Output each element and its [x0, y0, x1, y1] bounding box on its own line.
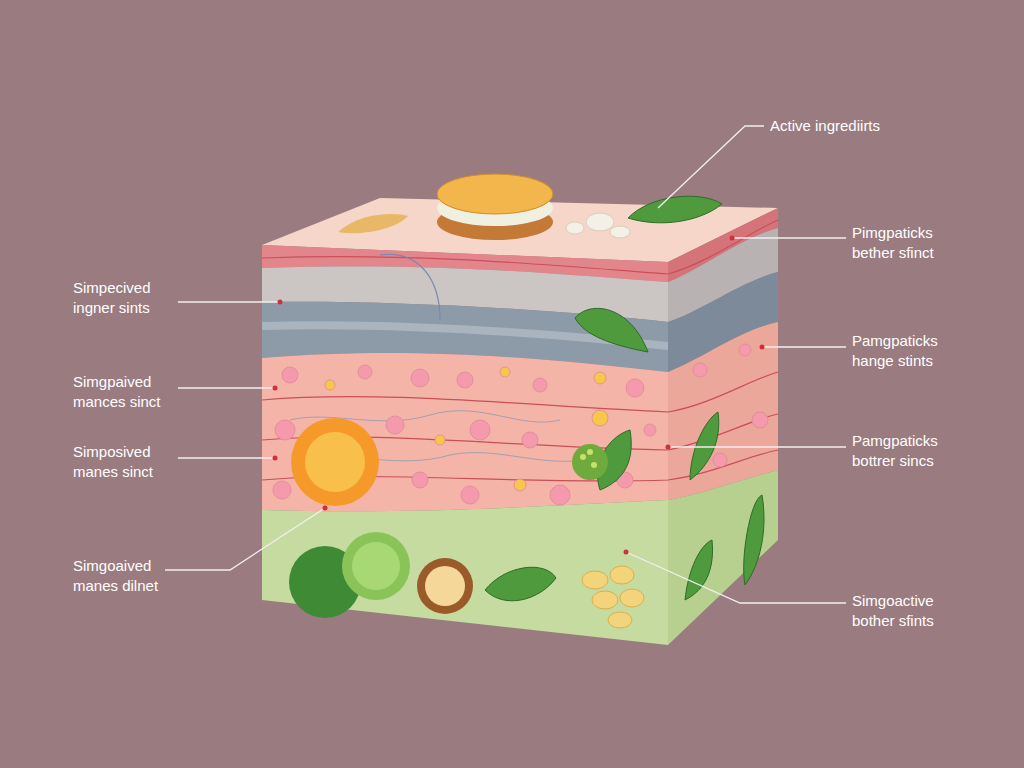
callout-label: Pamgpaticks hange stints: [852, 331, 967, 371]
callout-label: Simposived manes sinct: [73, 442, 173, 482]
nut-slice: [417, 558, 473, 614]
callout-label: Simgoaived manes dilnet: [73, 556, 173, 596]
callout-label: Pamgpaticks bottrer sincs: [852, 431, 967, 471]
cell-bubbles: [273, 344, 768, 505]
callout-label: Simgpaived mances sinct: [73, 372, 173, 412]
callout-label: Pimgpaticks bether sfinct: [852, 223, 967, 263]
callout-label: Simpecived ingner sints: [73, 278, 173, 318]
arrow-path: [380, 254, 440, 320]
leader-lines: [165, 126, 846, 603]
pills: [566, 213, 630, 238]
dermis-side: [668, 322, 778, 500]
callout-label: Active ingrediirts: [770, 116, 970, 136]
leaves: [485, 196, 764, 601]
orange-core: [305, 432, 365, 492]
green-seed: [572, 444, 608, 480]
beans: [582, 566, 644, 628]
orange-fruit: [291, 418, 379, 506]
leader-dots: [273, 236, 765, 555]
callout-label: Simgoactive bother sfints: [852, 591, 967, 631]
green-side: [668, 470, 778, 645]
green-layer: [262, 500, 668, 645]
lime-slice: [342, 532, 410, 600]
dermis-layer: [262, 353, 668, 511]
almond: [338, 214, 408, 233]
